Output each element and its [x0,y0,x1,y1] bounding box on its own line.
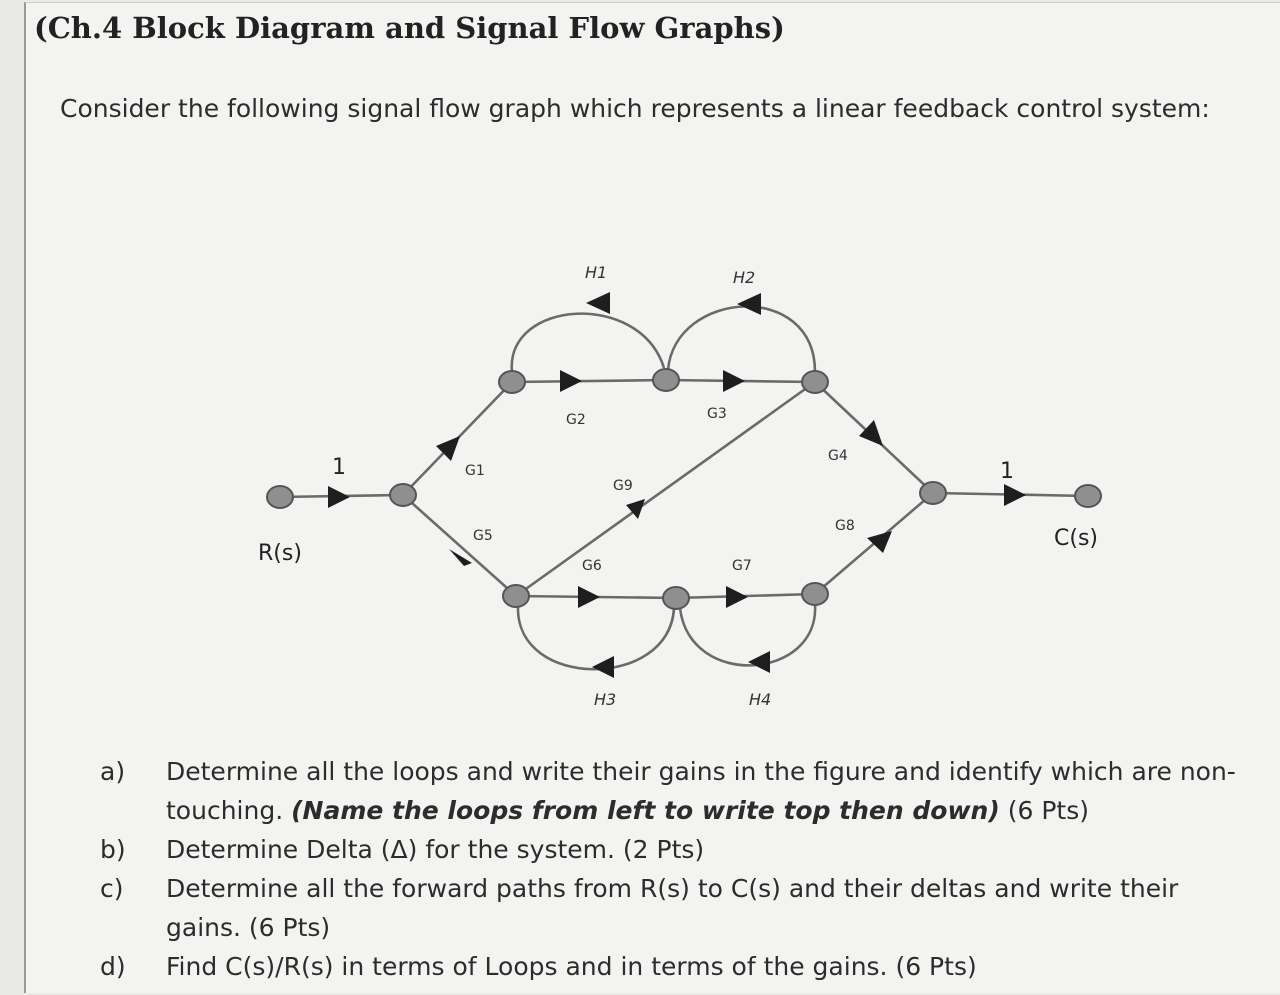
question-list: a) Determine all the loops and write the… [100,752,1240,986]
gain-label-g2: G2 [566,412,586,428]
question-label: b) [100,835,126,864]
question-emphasis: (Name the loops from left to write top t… [291,796,1000,825]
arrow-g4 [859,420,883,446]
node-output [1074,484,1102,508]
question-text-part: (6 Pts) [999,796,1089,825]
question-c: c) Determine all the forward paths from … [100,869,1240,947]
node-6 [662,586,690,610]
edge-h4 [678,603,817,667]
question-a: a) Determine all the loops and write the… [100,752,1240,830]
gain-label-g8: G8 [835,518,855,534]
feedback-label-h3: H3 [594,690,616,709]
question-text: Determine all the loops and write their … [166,752,1240,830]
edge-h3 [516,605,676,671]
question-label: a) [100,757,126,786]
node-4 [801,370,829,394]
question-d: d) Find C(s)/R(s) in terms of Loops and … [100,947,1240,986]
arrow-g5 [449,549,472,566]
node-2 [498,370,526,394]
node-7 [801,582,829,606]
arrow-g7 [726,586,748,608]
gain-label-g9: G9 [613,478,633,494]
arrow-g2 [560,370,582,392]
output-label: C(s) [1054,526,1098,551]
arrow-h3 [592,656,614,678]
edge-g2 [511,378,667,384]
question-text: Determine Delta (Δ) for the system. (2 P… [166,835,705,864]
gain-label-g7: G7 [732,558,752,574]
question-text: Find C(s)/R(s) in terms of Loops and in … [166,952,977,981]
arrow-h1 [586,292,610,314]
node-8 [919,481,947,505]
feedback-label-h2: H2 [733,268,755,287]
problem-intro: Consider the following signal flow graph… [60,94,1210,123]
arrow-output [1004,484,1026,506]
node-1 [389,483,417,507]
edge-g9 [515,380,816,598]
arrow-h2 [737,293,761,315]
gain-label-g1: G1 [465,463,485,479]
input-label: R(s) [258,541,302,566]
gain-label-g4: G4 [828,448,848,464]
gain-label-g5: G5 [473,528,493,544]
arrow-g3 [723,370,745,392]
question-b: b) Determine Delta (Δ) for the system. (… [100,830,1240,869]
node-3 [652,368,680,392]
node-5 [502,584,530,608]
edge-h1 [510,312,666,373]
edge-h2 [666,305,817,373]
output-gain-label: 1 [1000,459,1014,484]
edge-g5 [402,494,517,597]
feedback-label-h4: H4 [749,690,771,709]
node-input [266,485,294,509]
arrow-g8 [867,531,892,553]
gain-label-g6: G6 [582,558,602,574]
arrow-input [328,486,350,508]
arrow-g1 [436,436,460,461]
input-gain-label: 1 [332,455,346,480]
arrow-g9 [626,499,645,519]
gain-label-g3: G3 [707,406,727,422]
question-label: c) [100,874,124,903]
question-text: Determine all the forward paths from R(s… [166,874,1179,942]
question-label: d) [100,952,126,981]
feedback-label-h1: H1 [585,263,607,282]
chapter-heading: (Ch.4 Block Diagram and Signal Flow Grap… [34,11,785,45]
question-text-part: Determine all the loops and write their … [166,757,1236,825]
arrow-h4 [748,651,770,673]
arrow-g6 [578,586,600,608]
